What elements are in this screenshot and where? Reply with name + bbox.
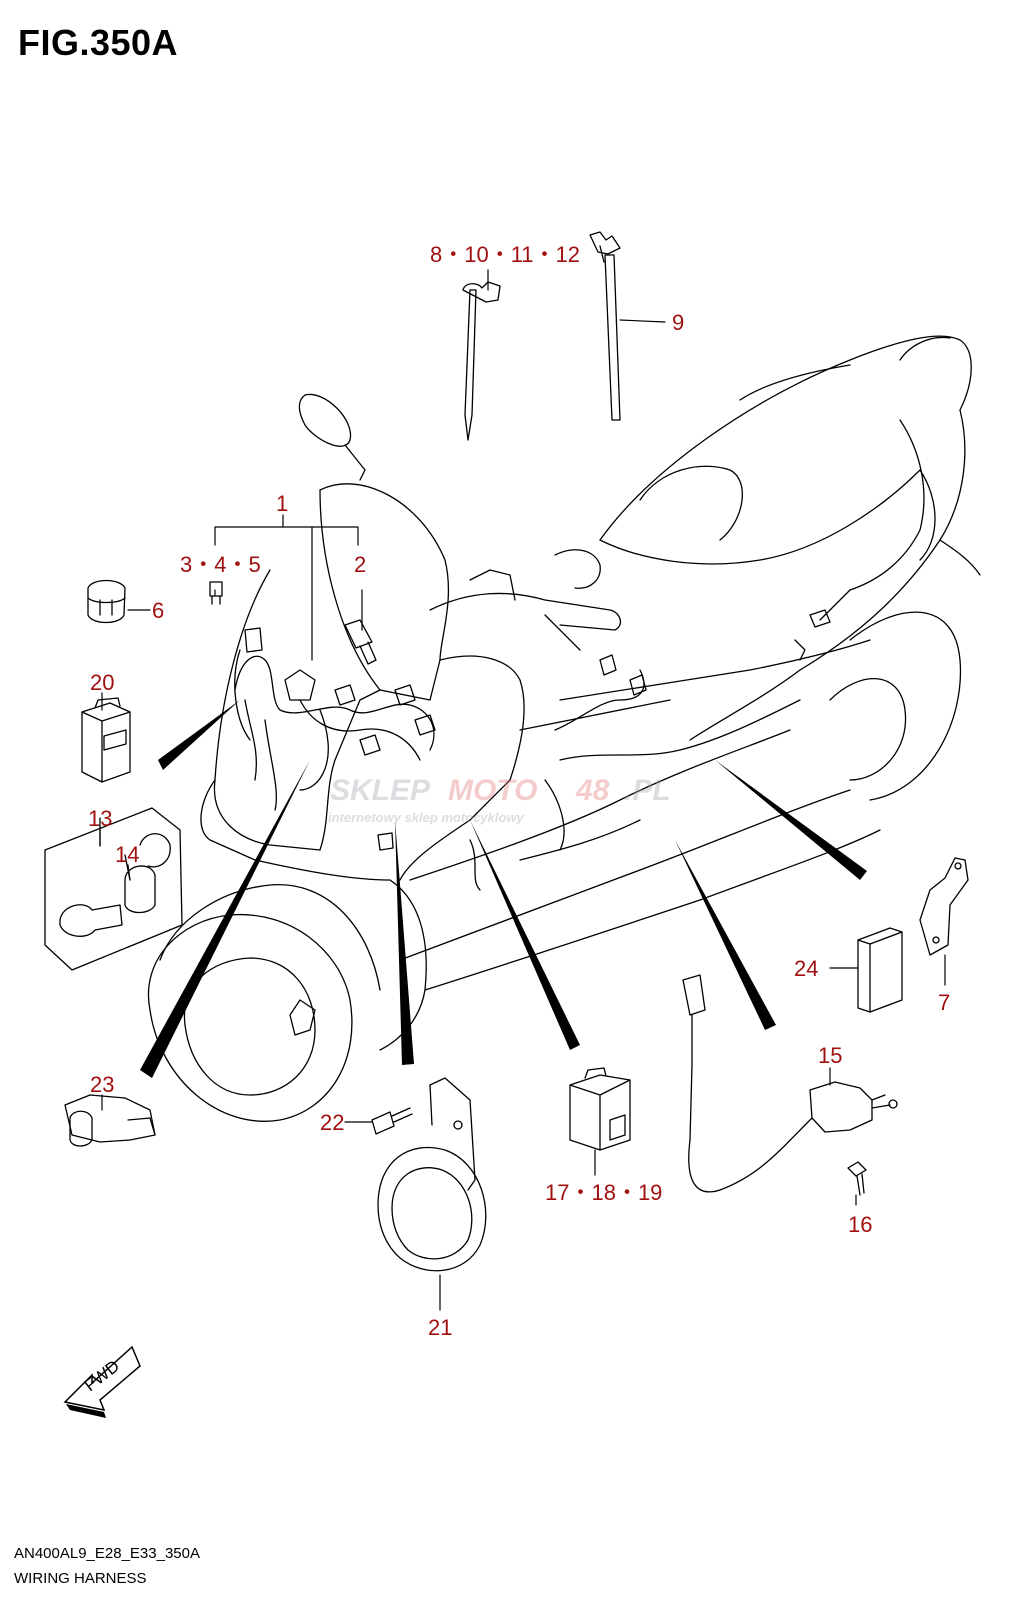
svg-text:MOTO: MOTO [448,774,537,807]
leader-arrows [140,700,867,1078]
fuse-3-4-5 [209,581,223,605]
relay-20 [81,697,131,783]
clamp-tie-9 [589,231,621,421]
callout-23: 23 [90,1072,114,1097]
callout-22: 22 [320,1110,344,1135]
callout-8-10-11-12: 8・10・11・12 [430,242,580,267]
bracket-7 [919,857,969,956]
main-harness-drawing [234,419,925,891]
callout-20: 20 [90,670,114,695]
bolt-16 [847,1161,867,1196]
figure-caption: WIRING HARNESS [14,1570,147,1587]
figure-code: AN400AL9_E28_E33_350A [14,1545,200,1562]
callout-9: 9 [672,310,684,335]
svg-text:.PL: .PL [624,774,671,807]
callout-6: 6 [152,598,164,623]
svg-text:internetowy sklep motocyklowy: internetowy sklep motocyklowy [328,810,525,825]
callout-15: 15 [818,1043,842,1068]
callout-14: 14 [115,842,139,867]
connector-2 [344,619,377,665]
cap-6 [87,579,126,624]
watermark-logo: SKLEP MOTO 48 .PL internetowy sklep moto… [328,774,671,825]
callout-1: 1 [276,491,288,516]
scooter-outline [147,335,981,1122]
socket-kit-13 [44,807,183,971]
switch-15 [682,974,898,1193]
callout-2: 2 [354,552,366,577]
callout-13: 13 [88,806,112,831]
figure-title: FIG.350A [18,22,179,63]
callout-7: 7 [938,990,950,1015]
horn-21 [377,1077,487,1272]
relay-17-18-19 [569,1067,631,1151]
forward-direction-icon: FWD [63,1345,141,1418]
callout-leaders [99,269,946,1311]
cable-tie-8 [462,281,501,441]
callout-16: 16 [848,1212,872,1237]
svg-text:SKLEP: SKLEP [330,774,431,807]
callout-labels: 1 3・4・5 2 6 8・10・11・12 9 20 13 14 23 22 … [88,242,950,1340]
svg-text:48: 48 [575,774,610,807]
callout-17-18-19: 17・18・19 [545,1180,662,1205]
callout-21: 21 [428,1315,452,1340]
callout-24: 24 [794,956,818,981]
sensor-23 [64,1094,156,1147]
pad-24 [857,927,903,1013]
bolt-22 [371,1107,413,1135]
callout-3-4-5: 3・4・5 [180,552,261,577]
